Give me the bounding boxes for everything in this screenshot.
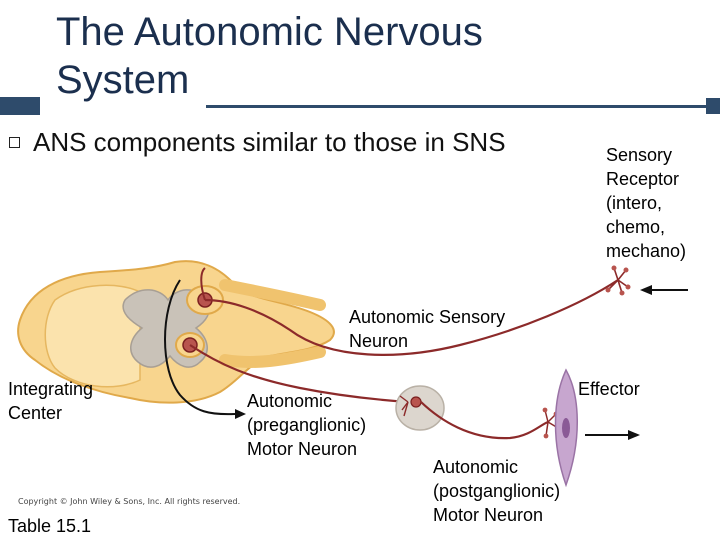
- title-accent-block: [0, 97, 40, 115]
- response-arrowhead-icon: [628, 430, 640, 440]
- stimulus-arrowhead-icon: [640, 285, 652, 295]
- label-integrating-center: Integrating Center: [8, 379, 94, 423]
- preganglionic-axon: [189, 344, 409, 404]
- integrating-center-arrow: [164, 279, 236, 416]
- label-effector: Effector: [578, 379, 640, 399]
- sensory-neuron-axon: [204, 279, 619, 356]
- bullet-text: ANS components similar to those in SNS: [33, 127, 506, 157]
- label-preganglionic-neuron: Autonomic (preganglionic) Motor Neuron: [247, 391, 367, 459]
- bullet-square-icon: [9, 137, 20, 148]
- label-sensory-neuron: Autonomic Sensory Neuron: [349, 307, 506, 351]
- label-sensory-receptor: Sensory Receptor (intero, chemo, mechano…: [606, 145, 687, 261]
- autonomic-ganglion: [395, 385, 445, 431]
- label-postganglionic-neuron: Autonomic (postganglionic) Motor Neuron: [433, 457, 561, 525]
- integrating-arrowhead-icon: [235, 409, 246, 419]
- slide-title: The Autonomic Nervous System: [56, 10, 483, 102]
- label-table-reference: Table 15.1: [8, 516, 92, 536]
- title-underline: [206, 105, 720, 108]
- copyright-notice: Copyright © John Wiley & Sons, Inc. All …: [18, 497, 241, 506]
- spinal-cord: [17, 260, 335, 404]
- title-accent-cap: [706, 98, 720, 114]
- postganglionic-axon: [420, 401, 549, 440]
